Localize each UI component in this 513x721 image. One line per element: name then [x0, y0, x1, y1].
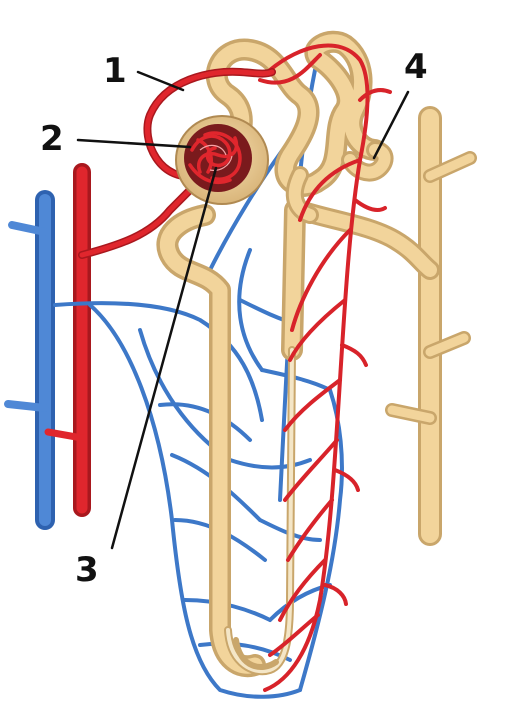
label-4: 4 — [404, 50, 428, 84]
leader-line-1 — [138, 72, 183, 90]
bowmans-capsule — [176, 116, 268, 204]
label-2: 2 — [40, 122, 64, 156]
label-1: 1 — [103, 54, 127, 88]
leader-line-4 — [374, 92, 408, 158]
label-3: 3 — [75, 553, 99, 587]
leader-line-2 — [78, 140, 190, 147]
renal-vein — [8, 200, 45, 520]
